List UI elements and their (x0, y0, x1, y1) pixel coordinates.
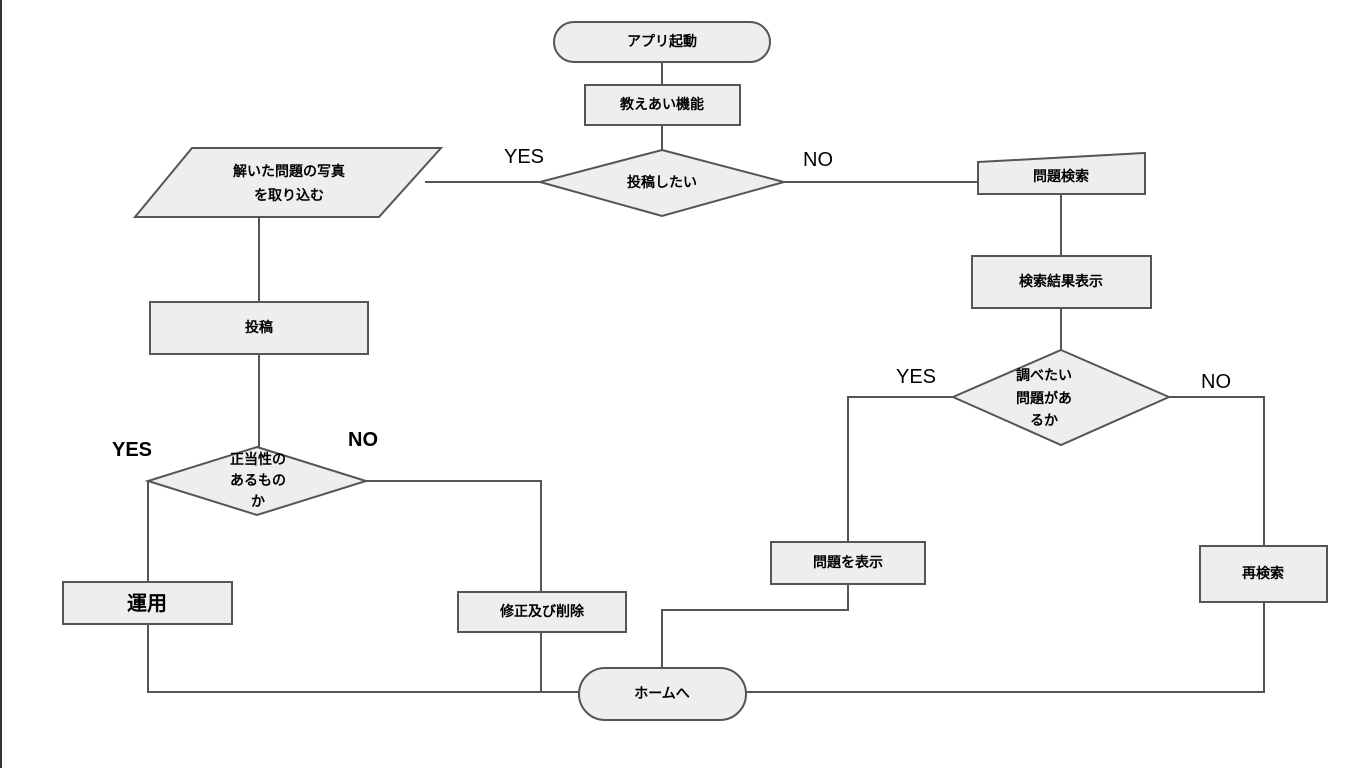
edge-operate-home (147, 624, 579, 693)
edge-show-home (661, 584, 849, 668)
node-operate-label: 運用 (127, 591, 167, 615)
node-capture-label-1: 解いた問題の写真 (233, 163, 345, 180)
node-want-look-label-3: るか (1030, 413, 1058, 429)
branch-look-no: NO (1201, 371, 1231, 393)
node-fix-delete-label: 修正及び削除 (499, 603, 585, 620)
node-post-label: 投稿 (245, 319, 273, 336)
node-results: 検索結果表示 (971, 255, 1152, 309)
edge-look-show (847, 396, 953, 542)
node-want-post: 投稿したい (536, 148, 788, 218)
left-border (0, 0, 2, 768)
node-capture: 解いた問題の写真 を取り込む (132, 147, 444, 218)
node-post: 投稿 (149, 301, 369, 355)
node-start: アプリ起動 (553, 21, 771, 63)
node-capture-label-2: を取り込む (254, 187, 324, 204)
edge-look-research (1169, 396, 1265, 546)
node-home-label: ホームへ (634, 686, 690, 702)
node-research: 再検索 (1199, 545, 1328, 603)
node-teach: 教えあい機能 (584, 84, 741, 126)
node-fix-delete: 修正及び削除 (457, 591, 627, 633)
branch-valid-no: NO (348, 429, 378, 451)
edge-research-home (746, 602, 1265, 693)
connectors (147, 62, 1265, 693)
node-show-label: 問題を表示 (813, 554, 883, 571)
node-valid-label-3: か (251, 494, 265, 510)
node-valid-label-1: 正当性の (230, 451, 286, 468)
node-valid: 正当性の あるもの か (144, 445, 370, 517)
node-home: ホームへ (578, 667, 747, 721)
node-want-look-label-2: 問題があ (1016, 390, 1072, 407)
node-teach-label: 教えあい機能 (620, 96, 704, 113)
branch-valid-yes: YES (112, 439, 152, 461)
node-want-look-label-1: 調べたい (1016, 367, 1072, 384)
edge-valid-fix (366, 480, 542, 592)
branch-post-no: NO (803, 149, 833, 171)
node-want-look: 調べたい 問題があ るか (950, 348, 1172, 447)
node-research-label: 再検索 (1242, 565, 1284, 582)
branch-look-yes: YES (896, 366, 936, 388)
node-valid-label-2: あるもの (230, 473, 286, 489)
node-search: 問題検索 (977, 151, 1146, 195)
node-start-label: アプリ起動 (627, 33, 697, 50)
node-operate: 運用 (62, 581, 233, 625)
branch-post-yes: YES (504, 146, 544, 168)
node-want-post-label: 投稿したい (627, 174, 697, 191)
node-results-label: 検索結果表示 (1019, 273, 1103, 290)
node-show: 問題を表示 (770, 541, 926, 585)
node-search-label: 問題検索 (1033, 168, 1089, 185)
